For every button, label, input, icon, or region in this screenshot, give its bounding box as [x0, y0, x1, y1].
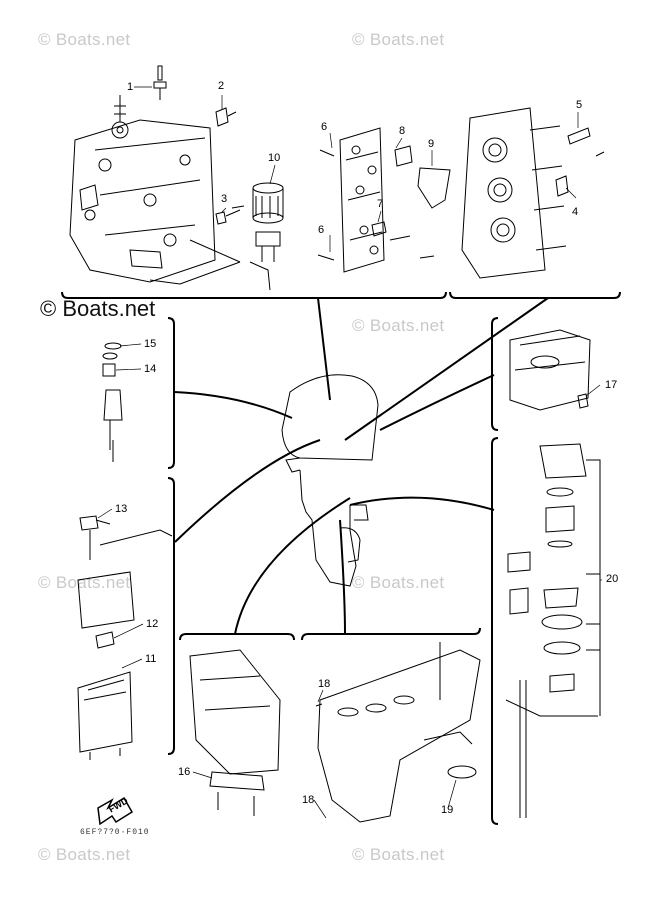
leader-lines	[97, 86, 602, 819]
callout-3: 3	[221, 193, 228, 205]
callout-14: 14	[144, 363, 157, 375]
drawing-code: 6EF?7?0·F010	[80, 828, 150, 837]
callout-15: 15	[144, 338, 157, 350]
watermark: © Boats.net	[352, 573, 445, 592]
watermark: © Boats.net	[352, 30, 445, 49]
outboard-silhouette	[281, 374, 379, 587]
callout-20: 20	[606, 573, 619, 585]
power-head-block	[69, 95, 271, 291]
watermark: © Boats.net	[38, 845, 131, 864]
callout-7: 7	[377, 198, 384, 210]
cylinder-head-assembly	[461, 107, 605, 279]
callout-10: 10	[268, 152, 281, 164]
watermark-prominent: © Boats.net	[40, 296, 156, 321]
part-1-bolt	[153, 65, 167, 100]
swivel-bracket	[189, 649, 281, 816]
callout-18b: 18	[302, 794, 315, 806]
callout-6a: 6	[321, 121, 328, 133]
part-2-sensor	[215, 107, 237, 127]
callout-5: 5	[576, 99, 583, 111]
fuel-filter-assembly	[102, 342, 123, 462]
upper-casing	[509, 329, 591, 411]
callout-19: 19	[441, 804, 454, 816]
callout-9: 9	[428, 138, 435, 150]
connector-lines	[173, 297, 549, 635]
callout-12: 12	[146, 618, 159, 630]
callout-1: 1	[127, 81, 134, 93]
callout-17: 17	[605, 379, 618, 391]
callout-18a: 18	[318, 678, 331, 690]
callout-6b: 6	[318, 224, 325, 236]
part-10-oil-filter	[252, 182, 284, 262]
watermark: © Boats.net	[352, 316, 445, 335]
callout-16: 16	[178, 766, 191, 778]
callout-2: 2	[218, 80, 225, 92]
lower-casing	[315, 642, 481, 823]
watermark: © Boats.net	[38, 573, 131, 592]
watermark: © Boats.net	[38, 30, 131, 49]
section-brackets	[61, 291, 621, 825]
callout-11: 11	[145, 653, 157, 665]
callout-13: 13	[115, 503, 128, 515]
callout-8: 8	[399, 125, 406, 137]
water-pump-driveshaft	[505, 443, 601, 818]
fuel-system-assembly	[77, 515, 173, 760]
watermark: © Boats.net	[352, 845, 445, 864]
callout-4: 4	[572, 206, 579, 218]
fwd-arrow	[97, 796, 134, 826]
exhaust-cover-assembly	[317, 127, 451, 273]
part-3-sensor	[215, 205, 245, 225]
